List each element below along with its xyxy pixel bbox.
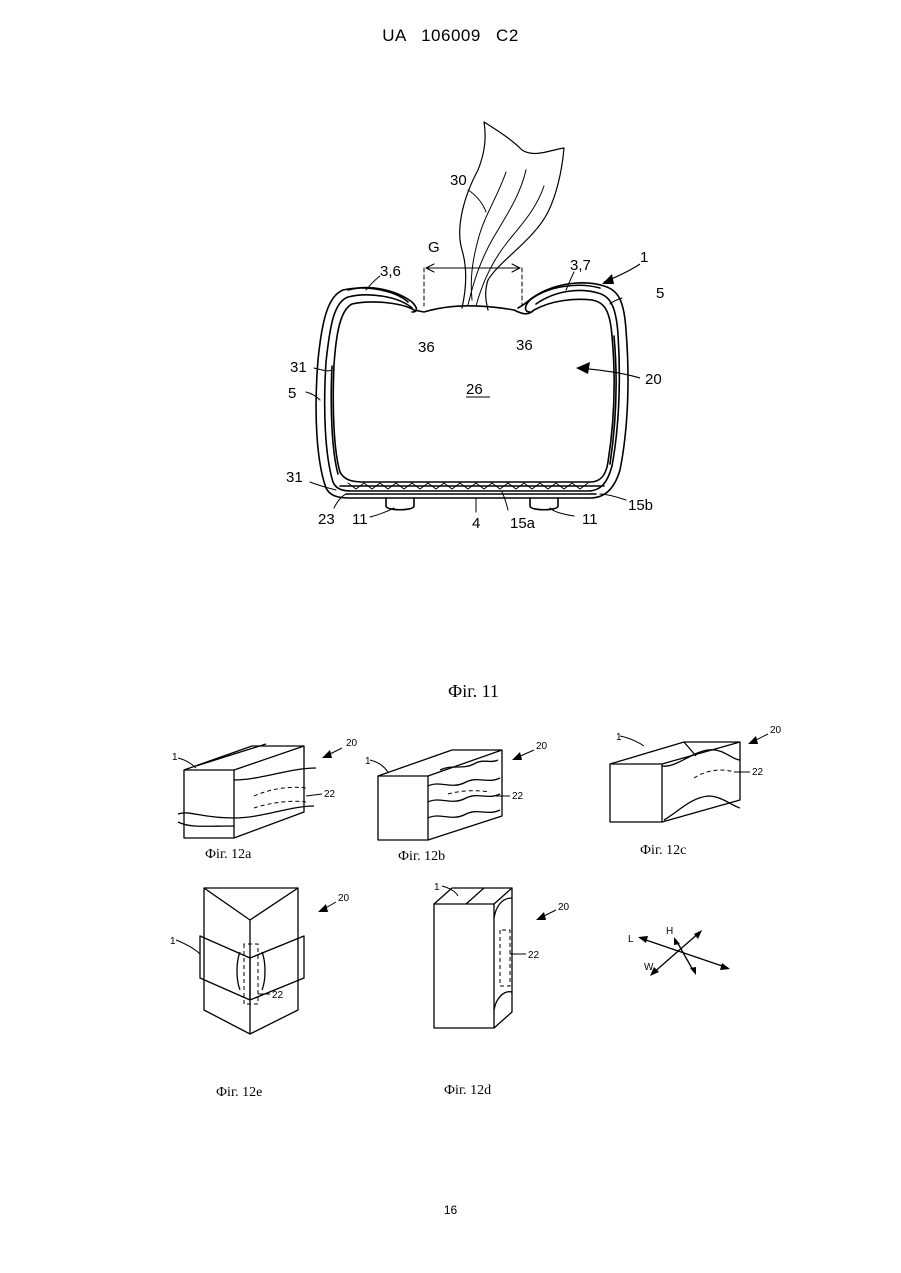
page-number: 16 bbox=[0, 1203, 901, 1217]
label-12a-22: 22 bbox=[324, 789, 336, 800]
label-12d-20: 20 bbox=[558, 902, 570, 913]
axis-label-L: L bbox=[628, 934, 634, 945]
label-12d-1: 1 bbox=[434, 882, 440, 893]
label-12e-1: 1 bbox=[170, 936, 176, 947]
label-12e-20: 20 bbox=[338, 893, 350, 904]
figure-12d-drawing bbox=[434, 886, 526, 1028]
figure-12b-caption: Фіг. 12b bbox=[398, 849, 445, 865]
figure-12c-caption: Фіг. 12c bbox=[640, 843, 686, 859]
axis-label-W: W bbox=[644, 962, 654, 973]
figure-12c-drawing bbox=[610, 736, 750, 822]
figure-12b-drawing bbox=[370, 750, 510, 840]
figure-12a-drawing bbox=[178, 744, 322, 838]
label-12c-1: 1 bbox=[616, 732, 622, 743]
label-12a-20: 20 bbox=[346, 738, 358, 749]
label-12c-20: 20 bbox=[770, 725, 782, 736]
label-12a-1: 1 bbox=[172, 752, 178, 763]
figure-12d-caption: Фіг. 12d bbox=[444, 1083, 491, 1099]
label-12e-22: 22 bbox=[272, 990, 284, 1001]
figure-12e-drawing bbox=[176, 888, 304, 1034]
label-12b-22: 22 bbox=[512, 791, 524, 802]
label-12d-22: 22 bbox=[528, 950, 540, 961]
label-12c-22: 22 bbox=[752, 767, 764, 778]
figure-12a-caption: Фіг. 12a bbox=[205, 847, 251, 863]
label-12b-20: 20 bbox=[536, 741, 548, 752]
label-12b-1: 1 bbox=[365, 756, 371, 767]
figure-12e-caption: Фіг. 12e bbox=[216, 1085, 262, 1101]
axis-label-H: H bbox=[666, 926, 673, 937]
